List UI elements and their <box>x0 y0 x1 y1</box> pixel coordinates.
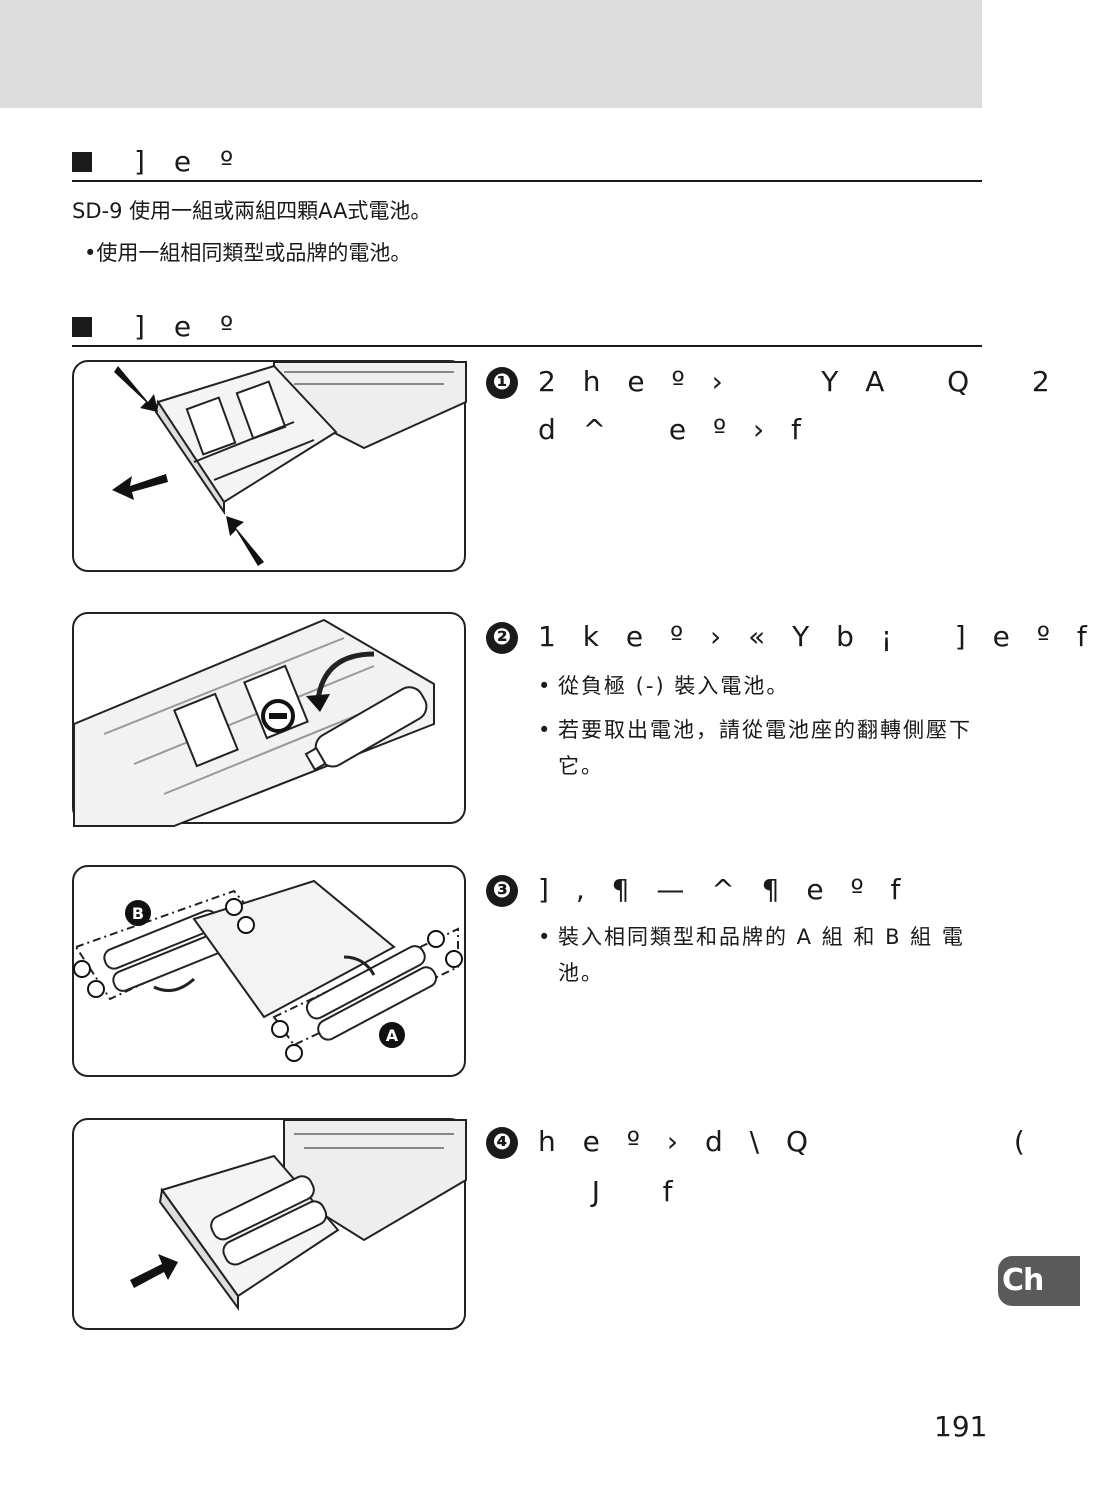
page-number: 191 <box>934 1410 988 1443</box>
square-bullet-icon <box>72 152 92 172</box>
figure-open-holder <box>72 360 467 572</box>
step-number: ❶ <box>486 367 518 399</box>
step-bullet: •裝入相同類型和品牌的 A 組 和 B 組 電池。 <box>538 919 982 991</box>
section-heading-2: ] e º <box>72 311 982 347</box>
language-tab: Ch <box>998 1256 1080 1306</box>
intro-bullet: •使用一組相同類型或品牌的電池。 <box>84 241 412 265</box>
group-a-label: A <box>386 1026 399 1045</box>
bullet-text: 裝入相同類型和品牌的 A 組 和 B 組 電池。 <box>558 925 965 985</box>
step-number: ❹ <box>486 1127 518 1159</box>
battery-holder-illustration <box>112 361 467 566</box>
step-text: 2 h e º › Y A Q 2 <box>538 365 1059 398</box>
battery-holder-illustration <box>73 618 435 827</box>
step-text: h e º › d \ Q ( <box>538 1125 1034 1158</box>
step-text: J f <box>538 1175 682 1208</box>
step-text: ] , ¶ — ^ ¶ e º f <box>538 873 910 906</box>
step-number: ❷ <box>486 622 518 654</box>
step-bullet: •若要取出電池，請從電池座的翻轉側壓下它。 <box>538 712 982 784</box>
figure-battery-groups: B A <box>72 865 466 1077</box>
header-band <box>0 0 982 108</box>
step-number: ❸ <box>486 875 518 907</box>
section-heading-1: ] e º <box>72 146 982 182</box>
battery-holder-illustration <box>130 1119 467 1312</box>
bullet-text: 若要取出電池，請從電池座的翻轉側壓下它。 <box>558 718 972 778</box>
step-text: 1 k e º › « Y b ¡ ] e º f <box>538 620 1096 653</box>
group-b-label: B <box>132 904 144 923</box>
section-title: ] e º <box>134 310 244 343</box>
section-title: ] e º <box>134 145 244 178</box>
intro-text: SD-9 使用一組或兩組四顆AA式電池。 <box>72 199 432 223</box>
step-text: d ^ e º › f <box>538 413 811 446</box>
step-bullet: •從負極 (-) 裝入電池。 <box>538 668 982 704</box>
figure-close-holder <box>72 1118 467 1330</box>
bullet-text: 從負極 (-) 裝入電池。 <box>558 674 790 698</box>
square-bullet-icon <box>72 317 92 337</box>
figure-insert-battery <box>72 612 466 827</box>
battery-groups-illustration: B A <box>73 879 463 1062</box>
